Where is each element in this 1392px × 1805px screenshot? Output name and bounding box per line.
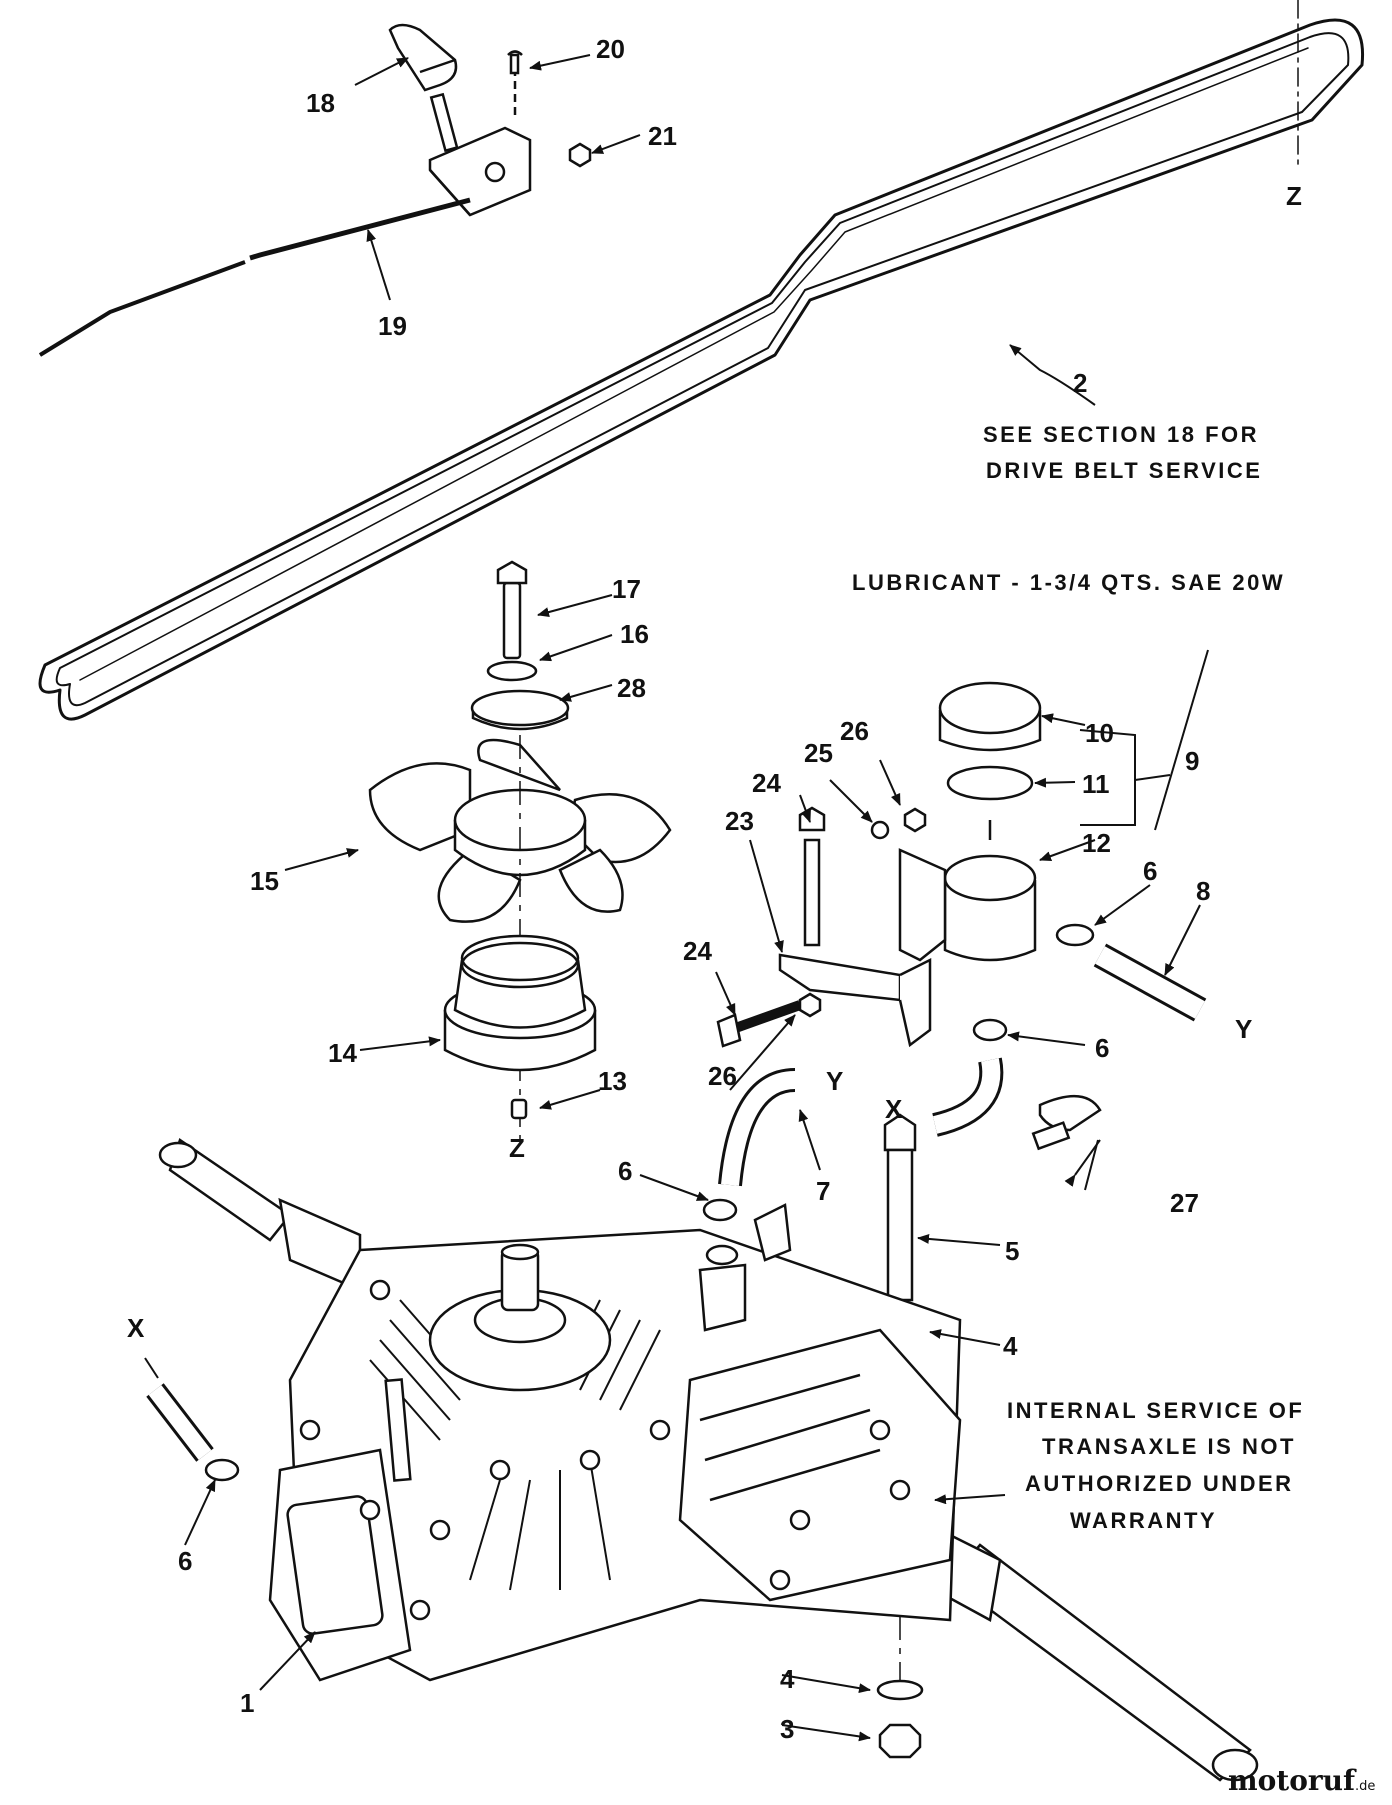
connector-y-left: Y: [826, 1066, 843, 1096]
watermark-logo: motoruf .de: [1228, 1764, 1375, 1797]
connector-y-right: Y: [1235, 1014, 1252, 1044]
connector-x-right: X: [885, 1094, 903, 1124]
callout-27: 27: [1170, 1188, 1199, 1218]
callout-6d: 6: [178, 1546, 192, 1576]
callout-6a: 6: [1143, 856, 1157, 886]
callout-26b: 26: [708, 1061, 737, 1091]
callout-10: 10: [1085, 718, 1114, 748]
watermark-suffix: .de: [1355, 1779, 1375, 1794]
callout-24a: 24: [752, 768, 781, 798]
callout-2: 2: [1073, 368, 1087, 398]
callout-7: 7: [816, 1176, 830, 1206]
callout-26a: 26: [840, 716, 869, 746]
callout-4a: 4: [1003, 1331, 1018, 1361]
drive-belt-note-line2: DRIVE BELT SERVICE: [986, 458, 1262, 483]
callout-24b: 24: [683, 936, 712, 966]
internal-service-note-line1: INTERNAL SERVICE OF: [1007, 1398, 1304, 1423]
watermark-brand: motoruf: [1228, 1764, 1357, 1797]
callout-9: 9: [1185, 746, 1199, 776]
connector-letters: Z Z Y Y X X: [127, 181, 1302, 1343]
callout-12: 12: [1082, 828, 1111, 858]
callout-21: 21: [648, 121, 677, 151]
callout-11: 11: [1082, 769, 1110, 799]
callout-14: 14: [328, 1038, 357, 1068]
callout-6b: 6: [1095, 1033, 1109, 1063]
lubricant-note: LUBRICANT - 1-3/4 QTS. SAE 20W: [852, 570, 1285, 595]
internal-service-note-line3: AUTHORIZED UNDER: [1025, 1471, 1294, 1496]
callout-25: 25: [804, 738, 833, 768]
callout-20: 20: [596, 34, 625, 64]
callout-18: 18: [306, 88, 335, 118]
connector-z-top: Z: [1286, 181, 1302, 211]
notes: SEE SECTION 18 FOR DRIVE BELT SERVICE LU…: [852, 422, 1304, 1533]
callout-17: 17: [612, 574, 641, 604]
control-lever-assembly: [38, 23, 592, 357]
fan-assembly: [368, 560, 672, 1140]
transaxle-part-1: [158, 1138, 1259, 1782]
callout-3: 3: [780, 1714, 794, 1744]
callout-1: 1: [240, 1688, 254, 1718]
callout-6c: 6: [618, 1156, 632, 1186]
callout-13: 13: [598, 1066, 627, 1096]
callout-23: 23: [725, 806, 754, 836]
drive-belt-note-line1: SEE SECTION 18 FOR: [983, 422, 1259, 447]
leader-lines: [144, 54, 1209, 1742]
callout-28: 28: [617, 673, 646, 703]
callout-16: 16: [620, 619, 649, 649]
callout-19: 19: [378, 311, 407, 341]
callout-labels: 18 20 21 19 2 17 16 28 15 14 13 10 11 9 …: [178, 34, 1210, 1744]
callout-8: 8: [1196, 876, 1210, 906]
connector-z-bottom: Z: [509, 1133, 525, 1163]
callout-15: 15: [250, 866, 279, 896]
internal-service-note-line2: TRANSAXLE IS NOT: [1042, 1434, 1296, 1459]
drive-belt-part-2: [38, 0, 1365, 721]
callout-5: 5: [1005, 1236, 1019, 1266]
connector-x-left: X: [127, 1313, 145, 1343]
internal-service-note-line4: WARRANTY: [1070, 1508, 1217, 1533]
callout-4b: 4: [780, 1664, 795, 1694]
reservoir-assembly: [146, 681, 1207, 1482]
